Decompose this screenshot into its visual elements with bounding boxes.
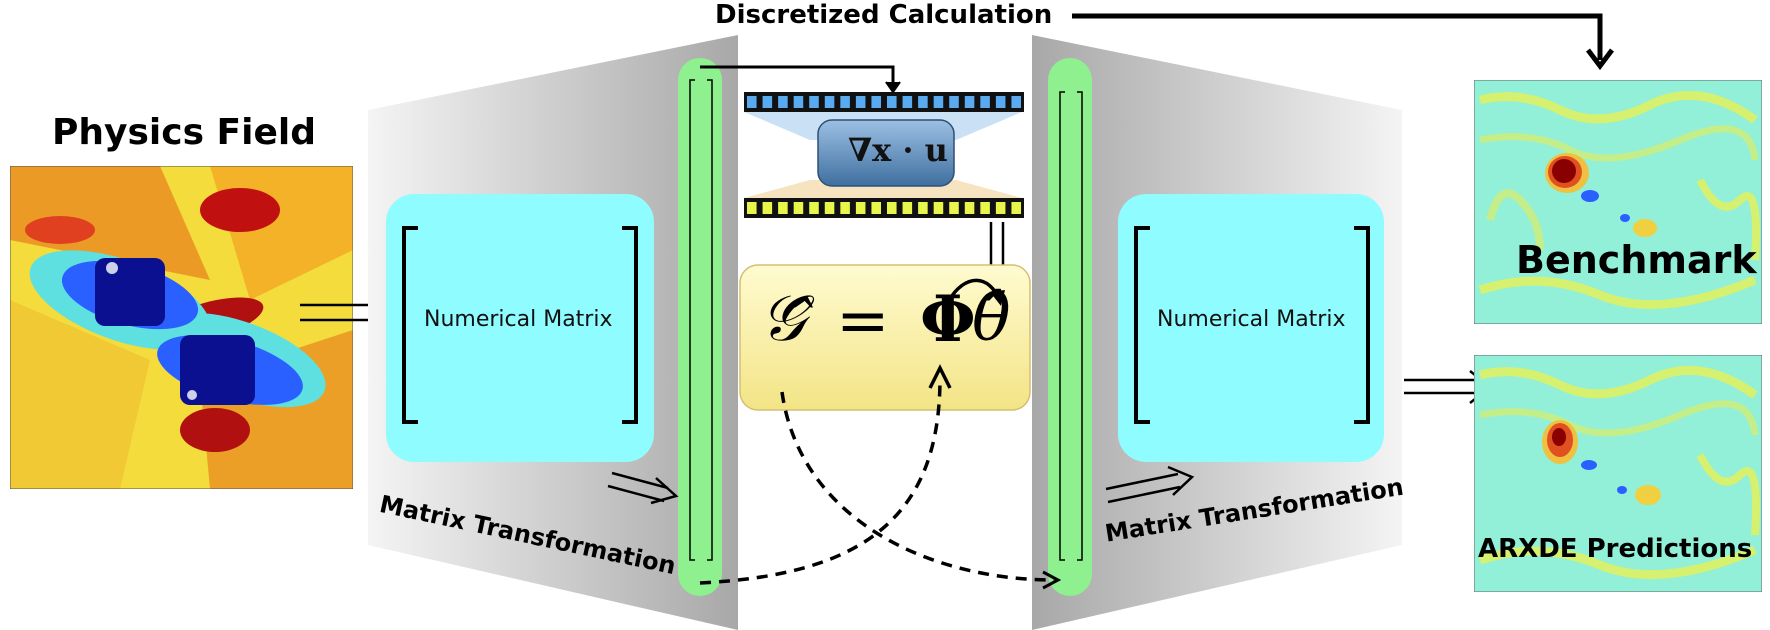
curve-arrowhead [990, 290, 1005, 306]
blue-cell [778, 96, 788, 108]
benchmark-image [1474, 80, 1762, 324]
left-transform-arrow [607, 471, 679, 505]
equation-phi: Φ [920, 282, 976, 357]
blue-cell [995, 96, 1006, 108]
yellow-cell [778, 202, 788, 214]
yellow-cell [871, 202, 881, 214]
blue-cell [1011, 96, 1021, 108]
blue-cell [964, 96, 975, 108]
phi-dashed-arrowhead [928, 364, 952, 389]
yellow-cell [824, 202, 835, 214]
left-matrix-label: Numerical Matrix [424, 307, 613, 332]
equation-equals: = [836, 284, 890, 358]
predictions-image [1474, 355, 1762, 592]
blue-cell [762, 96, 773, 108]
yellow-cell-row [744, 198, 1024, 218]
blue-cell [824, 96, 835, 108]
blue-cell [840, 96, 850, 108]
equation-lhs: 𝒢̂ [760, 282, 806, 356]
yellow-cell [995, 202, 1006, 214]
yellow-cell [887, 202, 897, 214]
predictions-label: ARXDE Predictions [1478, 534, 1753, 564]
yellow-cell [747, 202, 757, 214]
yellow-cell [809, 202, 819, 214]
right-green-vector [1048, 58, 1092, 596]
blue-cell [980, 96, 990, 108]
diagram-title: Discretized Calculation [715, 0, 1053, 30]
blue-cell [949, 96, 959, 108]
blue-cell-row [744, 92, 1024, 112]
equation-box [739, 264, 1031, 411]
blue-cell [887, 96, 897, 108]
yellow-cell [1011, 202, 1021, 214]
orange-fan [744, 180, 1022, 198]
equation-theta: θ̂ [972, 282, 1011, 356]
blue-cell [793, 96, 804, 108]
physics-field-image [10, 166, 353, 489]
operator-box [817, 119, 955, 187]
blue-cell [933, 96, 944, 108]
benchmark-label: Benchmark [1516, 238, 1757, 282]
title-arrow [1072, 13, 1614, 71]
yellow-cell [762, 202, 773, 214]
right-numerical-matrix [1118, 194, 1384, 462]
dashed-left-bar-to-phi [699, 377, 942, 585]
bar-to-cells-connector [700, 65, 895, 86]
connector-arrowhead [885, 81, 901, 94]
right-matrix-label: Numerical Matrix [1157, 307, 1346, 332]
left-numerical-matrix [386, 194, 654, 462]
right-transform-arrow [1105, 465, 1195, 504]
physics-field-label: Physics Field [52, 112, 317, 153]
blue-cell [871, 96, 881, 108]
yellow-cell [793, 202, 804, 214]
dashed-g-to-right-bar [780, 391, 1055, 582]
operator-label: ∇x · u [848, 131, 948, 169]
blue-cell [855, 96, 866, 108]
yellow-cell [933, 202, 944, 214]
yellow-cell [918, 202, 928, 214]
left-green-vector [678, 58, 722, 596]
yellow-cell [902, 202, 913, 214]
blue-cell [902, 96, 913, 108]
yellow-cell [949, 202, 959, 214]
yellow-cell [855, 202, 866, 214]
right-bar-dashed-arrowhead [1042, 570, 1062, 590]
blue-cell [809, 96, 819, 108]
yellow-cell [840, 202, 850, 214]
yellow-cell [964, 202, 975, 214]
blue-cell [918, 96, 928, 108]
yellow-cell [980, 202, 990, 214]
blue-cell [747, 96, 757, 108]
